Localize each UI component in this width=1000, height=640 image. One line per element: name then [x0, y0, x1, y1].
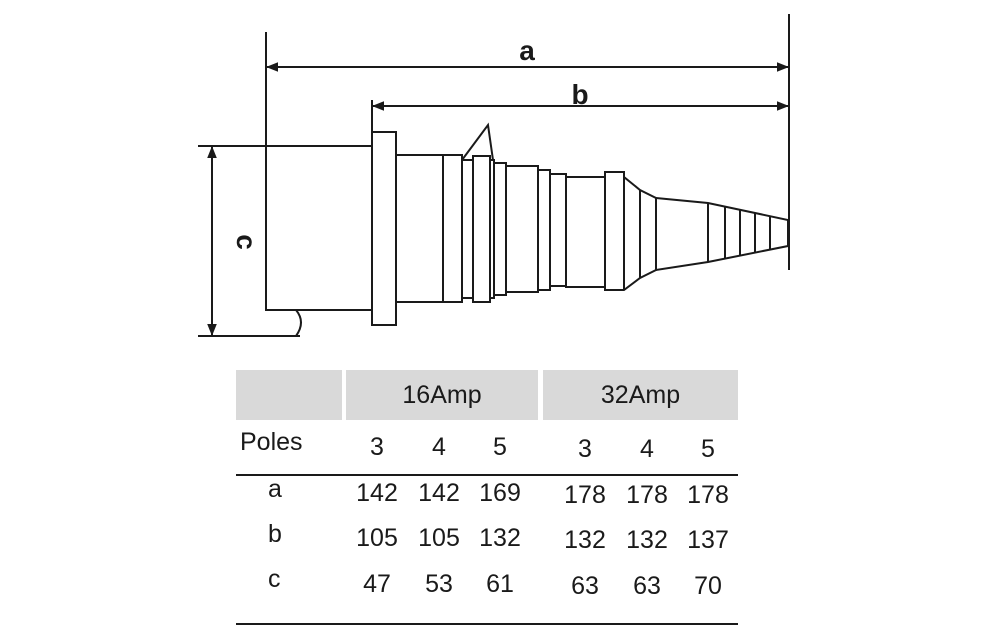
table-header-16amp: 16Amp	[346, 370, 538, 420]
table-cell: 142	[418, 479, 460, 507]
table-cell: 178	[626, 481, 668, 509]
plug-latch	[461, 122, 494, 161]
table-cell: 137	[687, 526, 729, 554]
table-header-32amp: 32Amp	[543, 370, 738, 420]
table-divider	[236, 474, 738, 476]
table-cell: 178	[564, 481, 606, 509]
poles-value: 3	[370, 433, 384, 461]
dimension-label-c: c	[231, 234, 262, 250]
table-cell: 63	[633, 572, 661, 600]
plug-body-ring	[442, 154, 463, 303]
poles-value: 3	[578, 435, 592, 463]
plug-front-housing	[265, 145, 373, 311]
table-cell: 178	[687, 481, 729, 509]
table-cell: 63	[571, 572, 599, 600]
table-cell: 169	[479, 479, 521, 507]
table-bottom-rule	[236, 623, 738, 625]
dimension-label-b: b	[571, 79, 588, 110]
table-cell: 132	[626, 526, 668, 554]
table-cell: 53	[425, 570, 453, 598]
table-cell: 142	[356, 479, 398, 507]
dimension-label-a: a	[519, 35, 535, 66]
poles-value: 5	[701, 435, 715, 463]
table-cell: 105	[356, 524, 398, 552]
plug-grip-section	[462, 155, 657, 303]
row-label-a: a	[268, 475, 282, 503]
row-label-c: c	[268, 565, 281, 593]
table-cell: 70	[694, 572, 722, 600]
table-cell: 47	[363, 570, 391, 598]
plug-cable-gland	[655, 196, 789, 272]
plug-front-lip	[266, 309, 302, 337]
table-cell: 132	[564, 526, 606, 554]
table-cell: 132	[479, 524, 521, 552]
dimensions-table: 16Amp 32Amp Poles 3 4 5 3 4 5 a 142 142 …	[236, 370, 738, 632]
poles-value: 4	[432, 433, 446, 461]
plug-grip-ribs	[472, 160, 641, 298]
poles-value: 4	[640, 435, 654, 463]
poles-label: Poles	[240, 428, 303, 456]
plug-body-section	[395, 154, 444, 303]
table-header-blank	[236, 370, 342, 420]
plug-flange	[371, 131, 397, 326]
table-cell: 105	[418, 524, 460, 552]
plug-dimension-drawing: a b c	[198, 14, 790, 337]
plug-cable-gland-rings	[707, 203, 771, 262]
table-cell: 61	[486, 570, 514, 598]
row-label-b: b	[268, 520, 282, 548]
poles-value: 5	[493, 433, 507, 461]
